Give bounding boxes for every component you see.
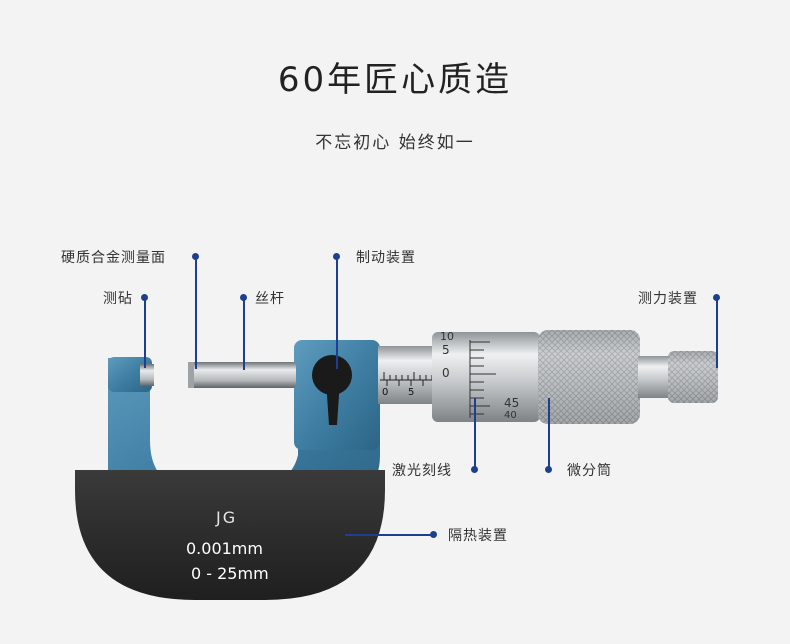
thimble-tick-5: 5 (442, 343, 450, 357)
dot-laser-scale (471, 466, 478, 473)
dot-spindle (240, 294, 247, 301)
label-ratchet: 测力装置 (638, 291, 698, 307)
label-thimble: 微分筒 (567, 463, 612, 479)
thimble-tick-10: 10 (440, 330, 454, 343)
sleeve-tick-5: 5 (408, 387, 415, 398)
thimble-tick-40: 40 (504, 410, 517, 421)
sleeve-tick-0: 0 (382, 387, 389, 398)
label-hard-alloy-face: 硬质合金测量面 (61, 250, 166, 266)
page-subtitle: 不忘初心 始终如一 (315, 133, 475, 153)
dot-hard-alloy-face (192, 253, 199, 260)
heat-guard (75, 470, 385, 600)
label-anvil: 测砧 (103, 291, 133, 307)
page-title: 60年匠心质造 (277, 60, 513, 100)
spindle-rod (188, 362, 296, 388)
label-laser-scale: 激光刻线 (392, 463, 452, 479)
range-text: 0 - 25mm (191, 564, 269, 583)
label-heat-insulation: 隔热装置 (448, 528, 508, 544)
dot-ratchet (713, 294, 720, 301)
brand-logo: JG (216, 508, 238, 527)
label-spindle: 丝杆 (255, 291, 285, 307)
dot-lock-device (333, 253, 340, 260)
thimble-tick-45: 45 (504, 396, 520, 410)
dot-heat-insulation (430, 531, 437, 538)
thimble-scale (432, 332, 540, 422)
sleeve (378, 346, 440, 404)
resolution-text: 0.001mm (186, 539, 263, 558)
dot-thimble (545, 466, 552, 473)
lock-lever (312, 355, 352, 395)
thimble-tick-0: 0 (442, 366, 450, 380)
dot-anvil (141, 294, 148, 301)
label-lock-device: 制动装置 (356, 250, 416, 266)
